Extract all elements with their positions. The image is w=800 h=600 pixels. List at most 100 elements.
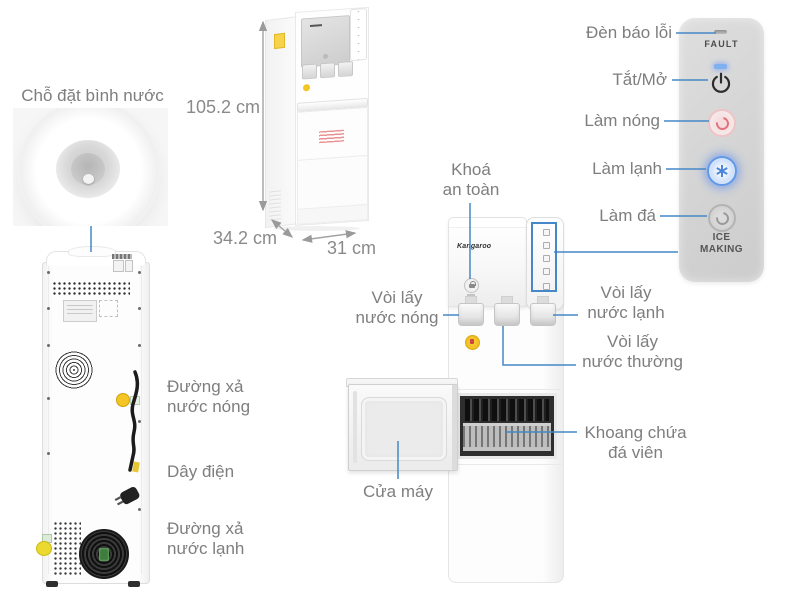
side-vent — [269, 187, 281, 221]
heat-label: Làm nóng — [584, 111, 660, 130]
hot-drain-label: Đường xả nước nóng — [167, 377, 251, 416]
normal-tap-label: Vòi lấy nước thường — [582, 332, 683, 371]
cold-drain-cap[interactable] — [36, 541, 52, 556]
iso-red-label — [319, 129, 344, 144]
fault-text: FAULT — [704, 39, 739, 49]
screw — [47, 344, 50, 347]
iso-cold-tap — [338, 60, 353, 77]
power-icon[interactable] — [710, 71, 732, 93]
screw — [47, 452, 50, 455]
dispenser-iso-view — [264, 6, 369, 234]
cold-label: Làm lạnh — [592, 159, 662, 178]
side-warning-sticker — [274, 32, 285, 50]
iso-side-face — [265, 16, 299, 229]
hot-drain-port — [130, 396, 140, 405]
power-label: Tắt/Mở — [612, 70, 667, 89]
power-indicator-led — [714, 64, 727, 69]
iso-normal-tap — [320, 62, 335, 79]
screw — [138, 508, 141, 511]
lock-caption-mark — [467, 294, 475, 296]
rear-switch-cover-2 — [125, 260, 133, 272]
strip-icon-1 — [543, 229, 550, 236]
ice-tray — [463, 423, 551, 451]
screw — [47, 271, 50, 274]
bottle-seat-image — [13, 108, 168, 226]
height-dimension: 105.2 cm — [186, 97, 261, 117]
screw — [47, 397, 50, 400]
bottle-seat-valve — [83, 174, 94, 184]
cold-drain-label: Đường xả nước lạnh — [167, 519, 245, 558]
screw — [138, 271, 141, 274]
iso-middle-door — [297, 106, 368, 162]
bottle-seat-label: Chỗ đặt bình nước — [21, 86, 164, 105]
rear-foot-left — [46, 581, 58, 587]
iso-warning-sticker — [303, 83, 310, 92]
normal-tap[interactable] — [494, 303, 520, 326]
fault-label: Đèn báo lỗi — [585, 23, 672, 42]
machine-door[interactable] — [348, 384, 458, 471]
strip-icon-5 — [543, 283, 550, 290]
rear-top-grille — [112, 254, 132, 259]
front-seam-upper — [449, 389, 562, 390]
front-head-top-band — [449, 218, 526, 228]
depth-dimension: 34.2 cm — [213, 228, 278, 248]
screw — [138, 420, 141, 423]
door-inner-panel — [361, 397, 447, 461]
rear-bottle-seat-dome — [68, 246, 116, 257]
cold-tap-label: Vòi lấy nước lạnh — [587, 283, 665, 322]
rear-edge-left — [48, 266, 49, 574]
ice-making-text-1: ICE — [712, 232, 731, 243]
ice-label: Làm đá — [599, 206, 656, 225]
width-dimension: 31 cm — [327, 238, 377, 258]
front-head-panel: Kangaroo — [448, 217, 527, 307]
rear-fan — [79, 529, 129, 579]
rear-bottom-vent-grid — [53, 521, 81, 577]
cold-button[interactable] — [707, 156, 737, 186]
screw — [47, 307, 50, 310]
ice-evaporator-fingers — [465, 399, 549, 421]
strip-icon-4 — [543, 268, 550, 275]
front-warning-sticker — [465, 335, 480, 350]
door-hinge — [452, 385, 457, 470]
iso-brand-logo — [310, 24, 322, 27]
screw — [138, 344, 141, 347]
rear-foot-right — [128, 581, 140, 587]
iso-hot-tap — [302, 63, 317, 80]
hot-tap-label: Vòi lấy nước nóng — [355, 288, 439, 327]
iso-front-face — [295, 6, 369, 227]
safety-lock-label: Khoá an toàn — [442, 160, 500, 199]
door-label: Cửa máy — [363, 482, 433, 501]
rear-spec-label-small — [99, 300, 118, 317]
ice-making-text-2: MAKING — [700, 244, 743, 255]
iso-shadow — [274, 226, 360, 231]
brand-logo: Kangaroo — [457, 243, 492, 250]
rear-vent-grid — [52, 281, 130, 296]
iso-lower-door — [297, 154, 368, 211]
rear-round-vent — [55, 351, 93, 389]
door-handle — [353, 391, 357, 463]
ice-icon — [713, 209, 732, 228]
safety-lock-button[interactable] — [464, 278, 479, 293]
iso-lock-button — [323, 53, 328, 60]
ice-box-label: Khoang chứa đá viên — [584, 423, 687, 462]
rear-switch-cover-1 — [113, 260, 124, 272]
power-cord-label: Dây điện — [167, 462, 235, 481]
iso-control-strip — [350, 7, 367, 62]
iso-head-panel — [301, 15, 350, 68]
screw — [138, 307, 141, 310]
fault-indicator-led — [714, 30, 727, 34]
heat-button[interactable] — [708, 109, 736, 137]
control-panel: FAULT ICE MAKING — [679, 18, 764, 282]
ice-compartment — [457, 393, 557, 459]
lock-icon — [469, 281, 476, 286]
strip-icon-2 — [543, 242, 550, 249]
rear-spec-label — [63, 300, 97, 322]
fan-hub — [99, 548, 109, 561]
ice-button[interactable] — [708, 204, 736, 232]
hot-drain-cap[interactable] — [116, 393, 130, 407]
cold-tap[interactable] — [530, 303, 556, 326]
strip-icon-3 — [543, 255, 550, 262]
front-seam-lower — [449, 464, 562, 465]
hot-tap[interactable] — [458, 303, 484, 326]
